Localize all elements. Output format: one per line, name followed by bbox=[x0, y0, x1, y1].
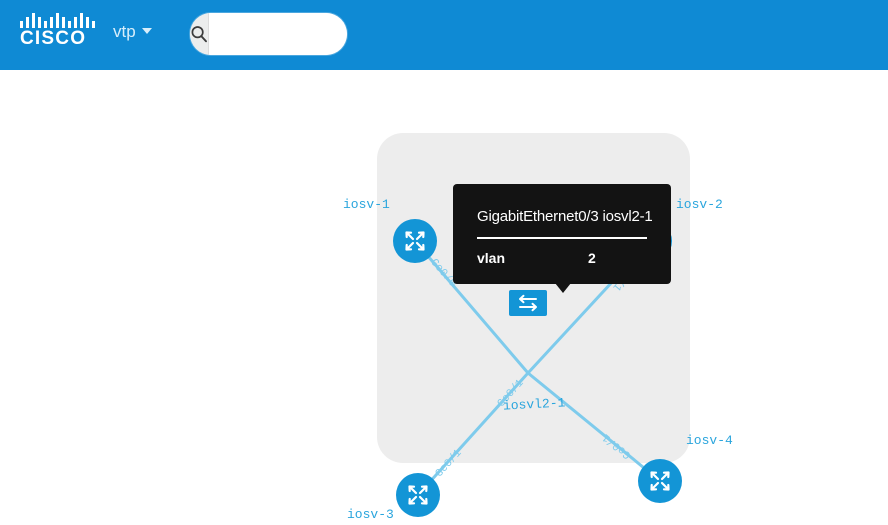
tooltip-title: GigabitEthernet0/3 iosvl2-1 bbox=[477, 208, 653, 225]
search-icon bbox=[191, 26, 207, 43]
router-icon bbox=[408, 485, 428, 505]
link-iosv4-iosvl2[interactable] bbox=[527, 371, 661, 483]
cisco-bars-icon bbox=[20, 12, 96, 28]
link-tooltip: GigabitEthernet0/3 iosvl2-1 vlan 2 bbox=[453, 184, 671, 293]
node-iosv-1[interactable] bbox=[393, 219, 437, 263]
node-label-iosv-4: iosv-4 bbox=[686, 433, 733, 448]
router-icon bbox=[405, 231, 425, 251]
search-button[interactable] bbox=[190, 13, 209, 55]
node-label-iosv-3: iosv-3 bbox=[347, 507, 394, 522]
cisco-wordmark: CISCO bbox=[20, 28, 87, 49]
tooltip-row-key: vlan bbox=[477, 250, 506, 266]
app-header: CISCO vtp bbox=[0, 0, 888, 70]
search-input[interactable] bbox=[209, 13, 347, 55]
chevron-down-icon bbox=[141, 27, 152, 34]
node-iosv-3[interactable] bbox=[396, 473, 440, 517]
link-iosv1-iosvl2[interactable] bbox=[413, 240, 530, 374]
node-iosv-4[interactable] bbox=[638, 459, 682, 503]
tooltip-divider bbox=[477, 237, 647, 239]
search-box[interactable] bbox=[190, 13, 347, 55]
node-label-iosv-2: iosv-2 bbox=[676, 197, 723, 212]
vtp-menu-label: vtp bbox=[113, 22, 136, 41]
router-icon bbox=[650, 471, 670, 491]
node-iosvl2-1[interactable] bbox=[509, 290, 547, 316]
topology-canvas[interactable]: Ge0/0 Ge0/1 Ge0/1 Ge0/1 Ge0/1 iosv-1 ios… bbox=[0, 70, 888, 525]
tooltip-row: vlan 2 bbox=[477, 250, 647, 266]
cisco-logo[interactable]: CISCO bbox=[20, 12, 98, 54]
topology-links bbox=[413, 239, 661, 497]
tooltip-arrow-icon bbox=[555, 283, 571, 293]
link-iosv3-iosvl2[interactable] bbox=[416, 371, 530, 497]
tooltip-row-value: 2 bbox=[588, 250, 596, 266]
vtp-menu-button[interactable]: vtp bbox=[113, 20, 152, 44]
node-label-iosv-1: iosv-1 bbox=[343, 197, 390, 212]
switch-icon bbox=[519, 294, 537, 312]
